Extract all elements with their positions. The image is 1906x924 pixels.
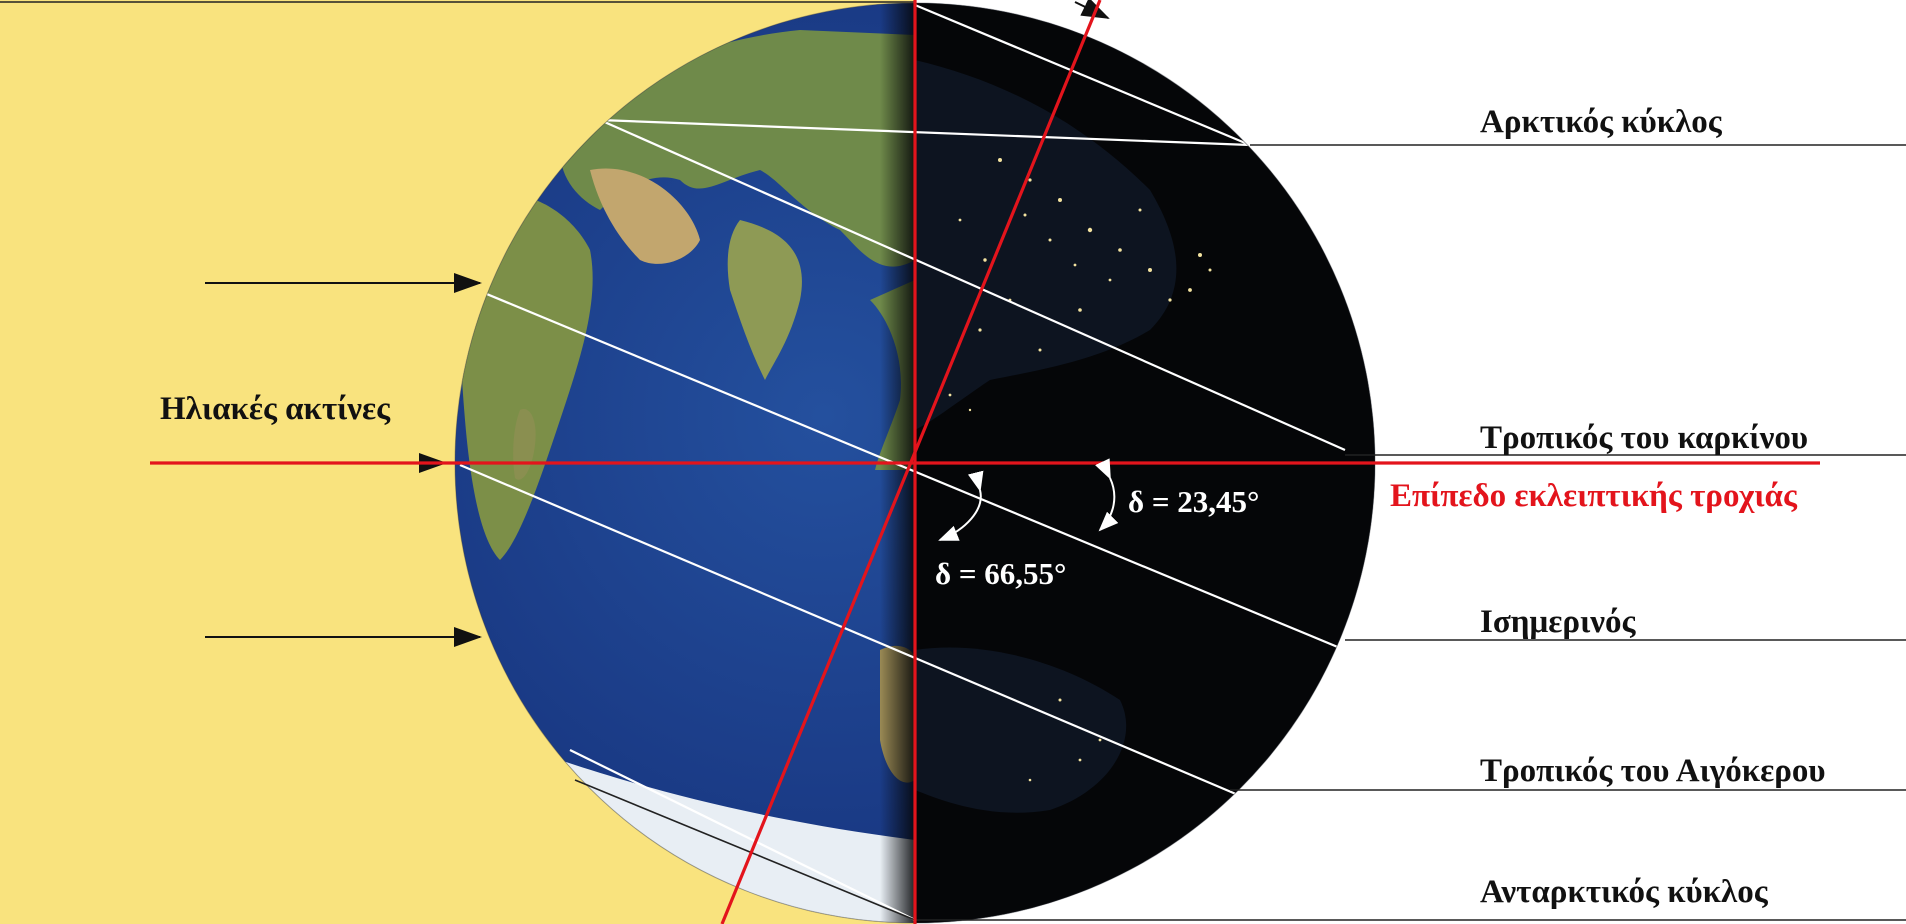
night-land-australia [915,647,1127,813]
tropic-of-capricorn-label: Τροπικός του Αιγόκερου [1480,753,1826,789]
arctic-circle-label: Αρκτικός κύκλος [1480,104,1722,140]
night-land-asia [915,60,1177,430]
delta-23-label: δ = 23,45° [1128,484,1260,519]
equator-label: Ισημερινός [1480,604,1636,640]
angle-arc-66 [938,470,984,541]
antarctic-circle-label: Ανταρκτικός κύκλος [1480,874,1768,910]
latitude-guides [459,3,1346,921]
earth-axis-line [720,0,1102,924]
ecliptic-plane-label: Επίπεδο εκλειπτικής τροχιάς [1390,478,1797,514]
angle-arc-23 [1095,458,1119,532]
continent-europe-asia [560,30,915,267]
continent-africa [460,193,593,560]
city-lights [948,158,1212,782]
angle-arcs [938,458,1119,541]
continent-india [727,220,802,380]
delta-66-label: δ = 66,55° [935,556,1067,591]
tropic-of-cancer-label: Τροπικός του καρκίνου [1480,420,1808,456]
sun-rays-label: Ηλιακές ακτίνες [160,391,391,427]
continent-arabia [590,168,700,264]
red-lines [150,0,1820,924]
axis-tip-arrow [1074,0,1110,19]
